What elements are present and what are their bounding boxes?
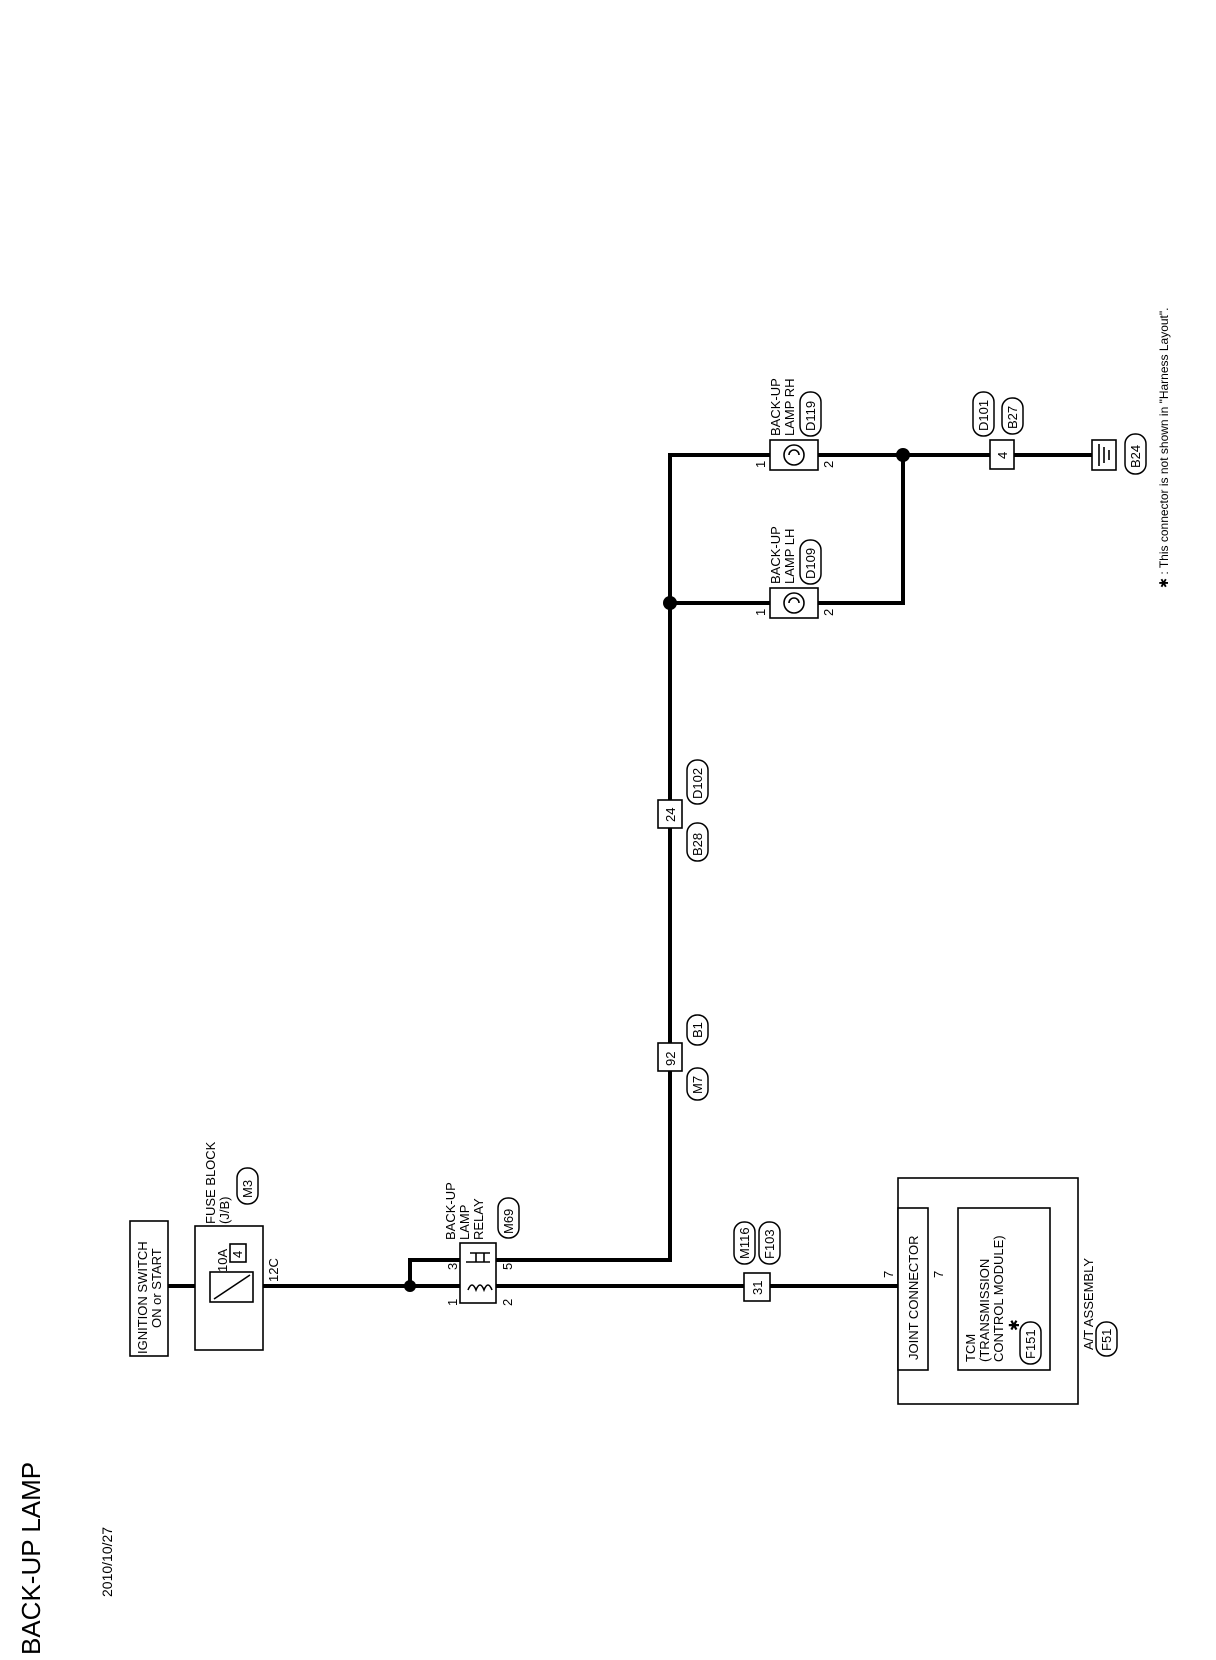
- ground-splice-conn-a: D101: [976, 400, 991, 431]
- wire-trunk-to-rh: [668, 453, 772, 602]
- backup-lamp-relay: 1 3 2 5 BACK-UP LAMP RELAY M69: [443, 1182, 520, 1306]
- wires: [166, 453, 1102, 1288]
- splice-24: 24 B28 D102: [657, 759, 709, 862]
- wire-relay-output: [493, 598, 672, 1262]
- fuse-block-connector: M3: [240, 1180, 255, 1198]
- ground-splice: 4 D101 B27: [972, 391, 1024, 470]
- lamp-rh-connector: D119: [803, 401, 818, 431]
- revision-date: 2010/10/27: [99, 1527, 115, 1597]
- ignition-label-2: ON or START: [149, 1248, 164, 1328]
- relay-pin-1: 1: [445, 1299, 460, 1306]
- splice-92-number: 92: [663, 1052, 678, 1066]
- lamp-lh-connector: D109: [803, 548, 818, 579]
- joint-pin-a: 7: [881, 1271, 896, 1278]
- lamp-lh-pin-2: 2: [821, 609, 836, 616]
- splice-31-number: 31: [750, 1281, 765, 1295]
- lamp-lh-pin-1: 1: [753, 609, 768, 616]
- fuse-block-label-1: FUSE BLOCK: [203, 1141, 218, 1224]
- fuse-block: 10A 4 FUSE BLOCK (J/B) M3 12C: [194, 1141, 281, 1351]
- tcm-label-1: TCM: [963, 1334, 978, 1362]
- junction-dot-ground: [896, 448, 910, 462]
- relay-pin-5: 5: [500, 1263, 515, 1270]
- lamp-lh-label-1: BACK-UP: [768, 526, 783, 584]
- wire-relay-pin3-branch: [408, 1258, 462, 1288]
- backup-lamp-lh: 1 2 BACK-UP LAMP LH D109: [753, 526, 836, 619]
- relay-label-2: LAMP: [457, 1205, 472, 1240]
- fuse-rating: 10A: [215, 1249, 230, 1272]
- ground-splice-number: 4: [995, 452, 1010, 459]
- ignition-label-1: IGNITION SWITCH: [135, 1241, 150, 1354]
- splice-24-conn-b: D102: [690, 768, 705, 799]
- at-assembly: JOINT CONNECTOR 7 7 TCM (TRANSMISSION CO…: [881, 1177, 1118, 1405]
- ground-connector: B24: [1128, 445, 1143, 468]
- page-title: BACK-UP LAMP: [16, 1462, 46, 1655]
- ground-splice-conn-b: B27: [1005, 406, 1020, 429]
- at-assembly-label: A/T ASSEMBLY: [1081, 1258, 1096, 1350]
- fuse-terminal: 12C: [266, 1258, 281, 1282]
- splice-92-conn-b: B1: [690, 1022, 705, 1038]
- tcm-star-mark: ✱: [1006, 1319, 1022, 1331]
- ground-symbol: B24: [1091, 433, 1147, 475]
- splice-24-number: 24: [663, 808, 678, 822]
- footnote: ✱ : This connector is not shown in "Harn…: [1157, 308, 1171, 589]
- splice-24-conn-a: B28: [690, 833, 705, 856]
- lamp-rh-label-2: LAMP RH: [782, 378, 797, 436]
- relay-label-3: RELAY: [471, 1198, 486, 1240]
- splice-92: 92 M7 B1: [657, 1014, 709, 1101]
- splice-31-conn-a: M116: [737, 1227, 752, 1259]
- tcm-label-3: CONTROL MODULE): [991, 1235, 1006, 1362]
- fuse-number: 4: [230, 1251, 245, 1258]
- tcm-connector: F151: [1023, 1329, 1038, 1359]
- junction-dot-relay: [404, 1280, 416, 1292]
- fuse-block-label-2: (J/B): [217, 1197, 232, 1224]
- tcm-label-2: (TRANSMISSION: [977, 1259, 992, 1362]
- lamp-rh-label-1: BACK-UP: [768, 378, 783, 436]
- ignition-switch: IGNITION SWITCH ON or START: [129, 1220, 169, 1357]
- joint-connector-label: JOINT CONNECTOR: [906, 1236, 921, 1360]
- relay-connector: M69: [501, 1209, 516, 1234]
- splice-31: 31 M116 F103: [733, 1221, 781, 1302]
- splice-31-conn-b: F103: [762, 1229, 777, 1259]
- lamp-lh-label-2: LAMP LH: [782, 529, 797, 584]
- splice-92-conn-a: M7: [690, 1076, 705, 1094]
- joint-pin-b: 7: [931, 1271, 946, 1278]
- at-assembly-connector: F51: [1099, 1329, 1114, 1351]
- relay-pin-2: 2: [500, 1299, 515, 1306]
- lamp-rh-pin-2: 2: [821, 461, 836, 468]
- backup-lamp-rh: 1 2 BACK-UP LAMP RH D119: [753, 378, 836, 471]
- relay-label-1: BACK-UP: [443, 1182, 458, 1240]
- lamp-rh-pin-1: 1: [753, 461, 768, 468]
- relay-pin-3: 3: [445, 1263, 460, 1270]
- junction-dot-lh: [663, 596, 677, 610]
